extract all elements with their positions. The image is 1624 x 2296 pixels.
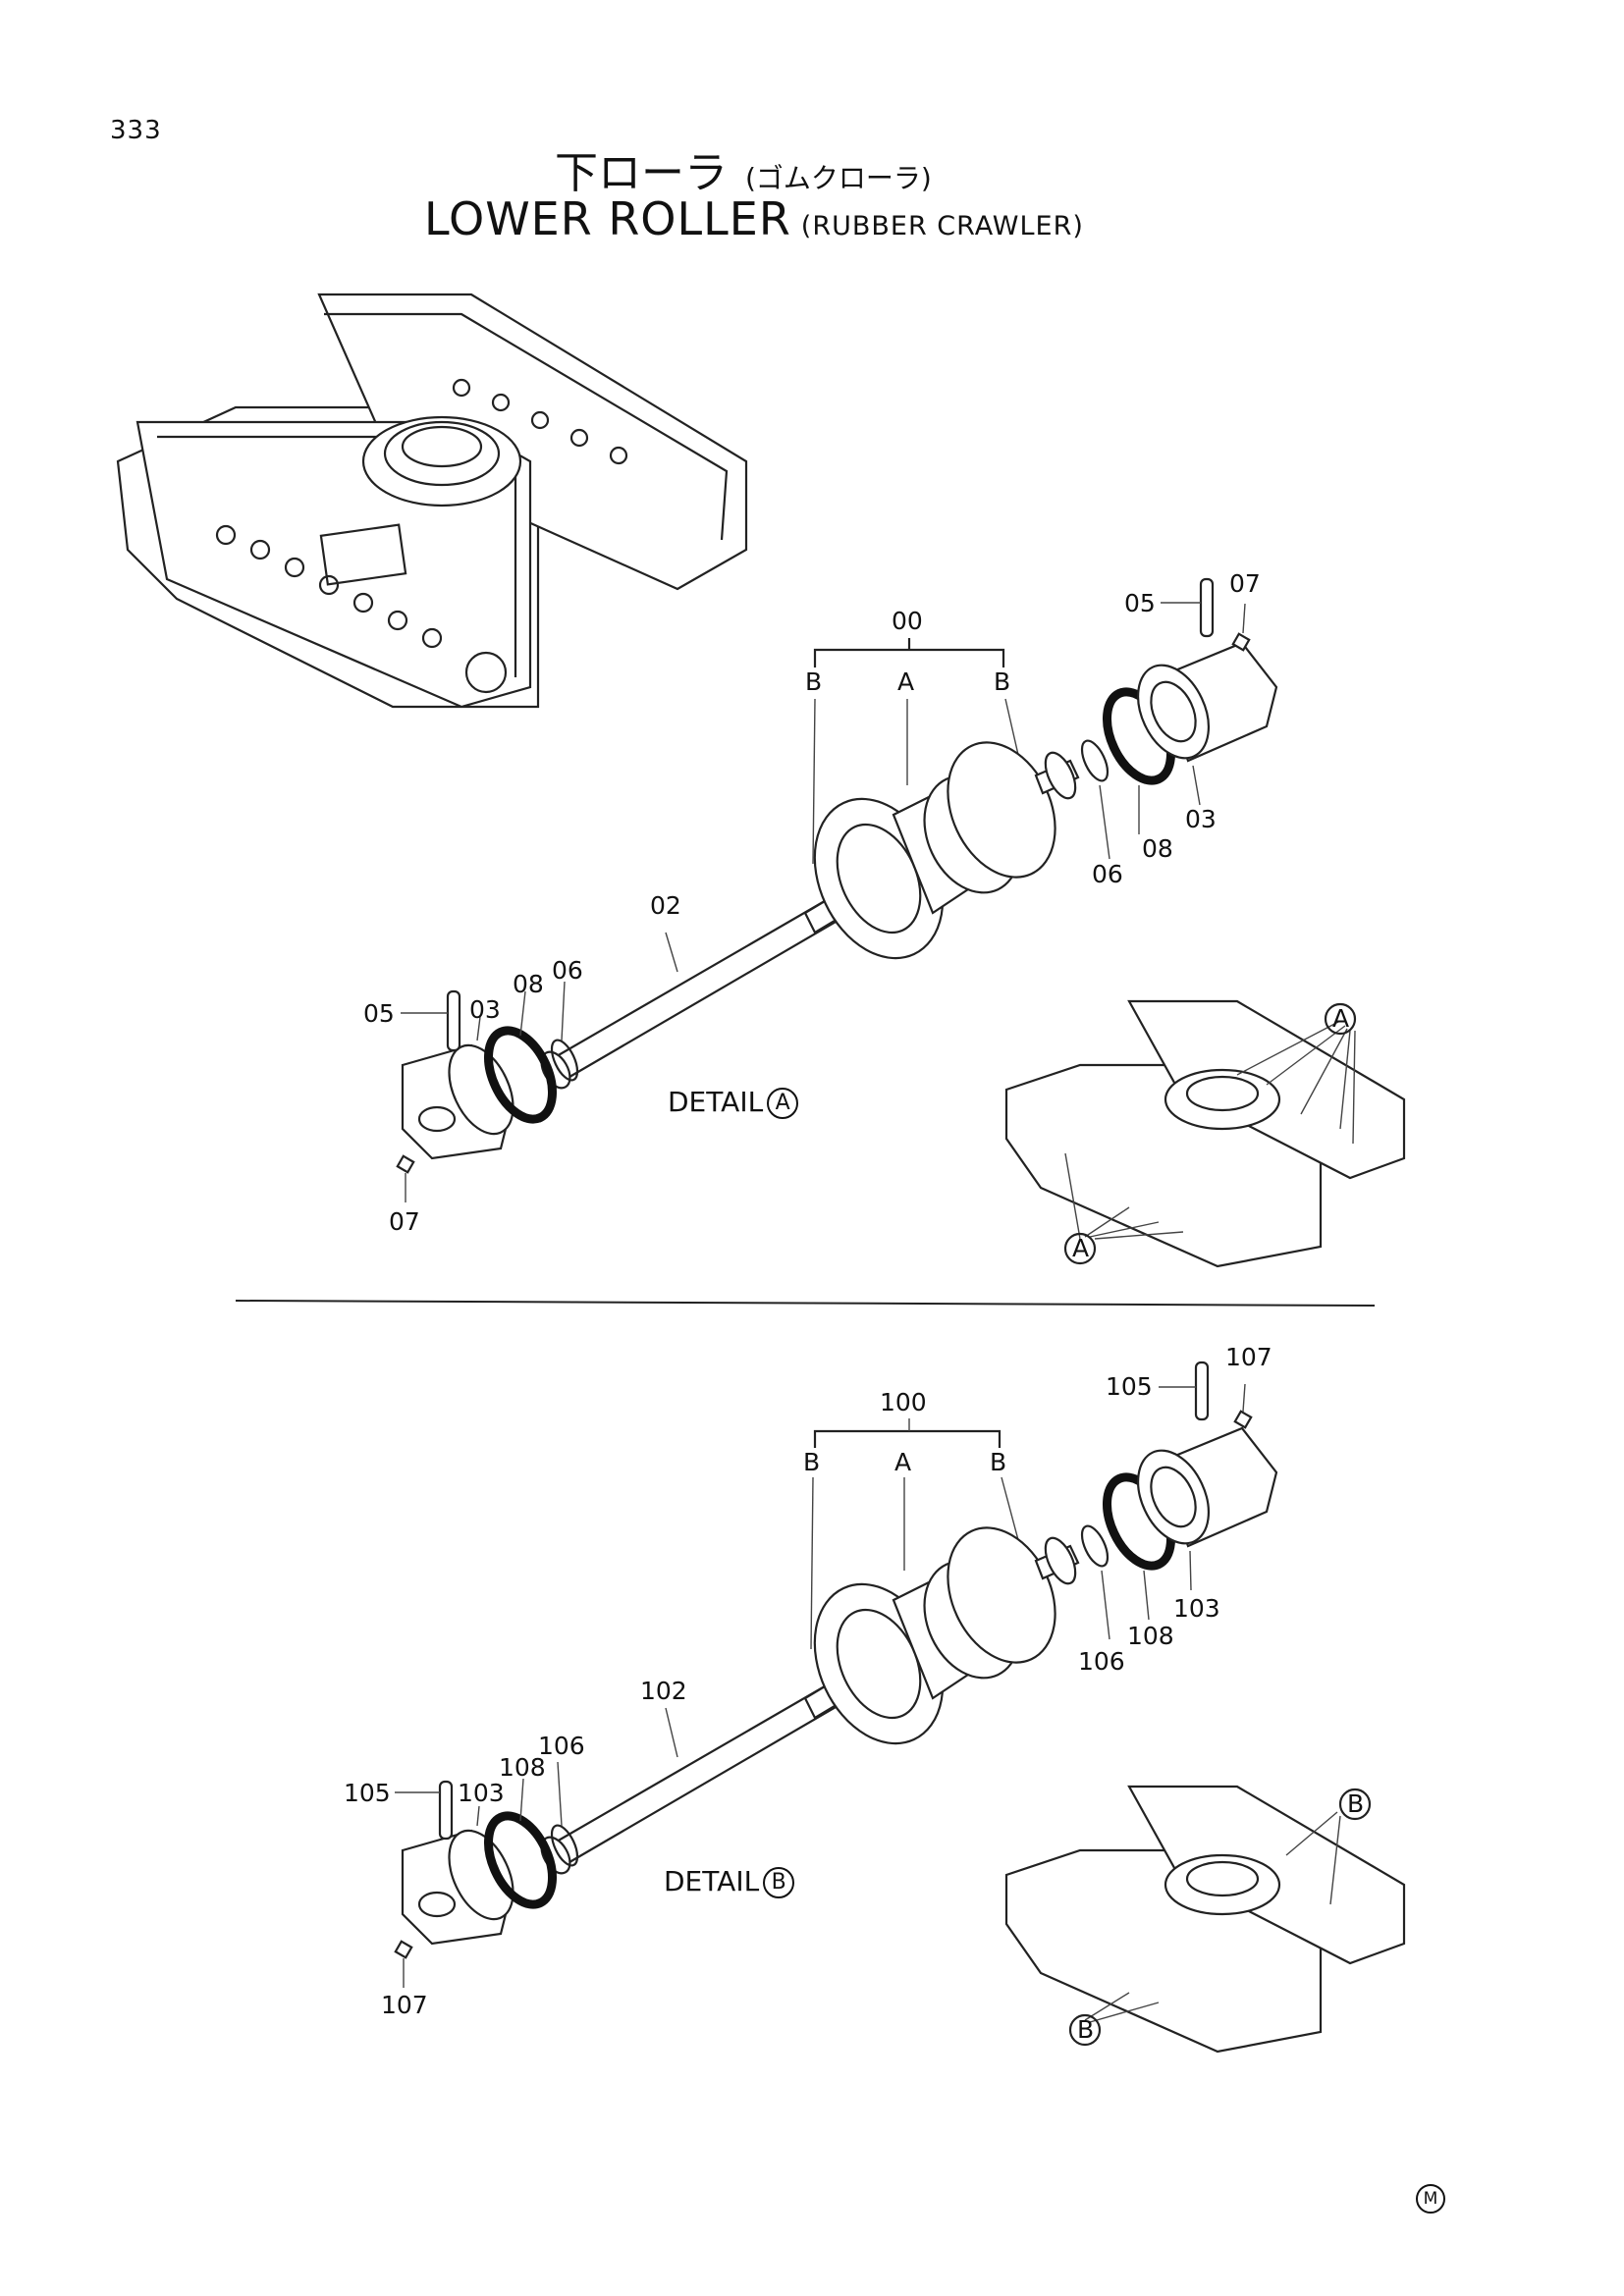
- label-b-assembly: 100: [880, 1388, 927, 1416]
- label-a-collar-left: 03: [469, 995, 501, 1024]
- detail-a-letter: A: [767, 1088, 799, 1119]
- label-b-plug-right: 107: [1225, 1343, 1272, 1371]
- title-english-main: LOWER ROLLER: [424, 192, 791, 245]
- label-a-collar-right: 03: [1185, 805, 1217, 833]
- label-b-pin-left: 105: [344, 1779, 391, 1807]
- label-b-oring-left: 106: [538, 1732, 585, 1760]
- label-b-flange-right: B: [990, 1448, 1007, 1476]
- detail-a-text: DETAIL: [668, 1086, 764, 1118]
- label-a-center: A: [897, 667, 915, 696]
- crawler-frame-overview: [116, 293, 748, 709]
- label-a-oring-right: 06: [1092, 860, 1123, 888]
- title-english: LOWER ROLLER (RUBBER CRAWLER): [424, 192, 1084, 245]
- label-b-oring-right: 106: [1078, 1647, 1125, 1676]
- label-a-seal-right: 08: [1142, 834, 1173, 863]
- title-japanese-sub: (ゴムクローラ): [745, 162, 932, 194]
- label-a-plug-left: 07: [389, 1207, 420, 1236]
- label-a-assembly: 00: [892, 607, 923, 635]
- label-b-seal-left: 108: [499, 1753, 546, 1782]
- section-b-exploded-view: [394, 1361, 1278, 1988]
- section-a-exploded-view: [396, 577, 1278, 1202]
- label-b-plug-left: 107: [381, 1991, 428, 2019]
- callout-a-lower: A: [1072, 1234, 1090, 1262]
- label-b-pin-right: 105: [1106, 1372, 1153, 1401]
- frame-roller-row-rear: [452, 378, 628, 465]
- label-b-seal-right: 108: [1127, 1622, 1174, 1650]
- section-divider: [235, 1300, 1376, 1307]
- label-b-center: A: [894, 1448, 912, 1476]
- label-a-flange-left: B: [805, 667, 823, 696]
- label-a-pin-left: 05: [363, 999, 395, 1028]
- label-b-collar-left: 103: [458, 1779, 505, 1807]
- callout-b-lower: B: [1077, 2015, 1095, 2044]
- detail-a-frame-sketch: [1004, 999, 1406, 1268]
- page-number: 333: [110, 116, 162, 145]
- label-b-shaft: 102: [640, 1677, 687, 1705]
- label-a-pin-right: 05: [1124, 589, 1156, 617]
- title-japanese-main: 下ローラ: [555, 148, 728, 198]
- detail-b-frame-sketch: [1004, 1785, 1406, 2054]
- label-a-flange-right: B: [994, 667, 1011, 696]
- frame-roller-row-front: [215, 524, 443, 649]
- callout-a-upper: A: [1332, 1004, 1350, 1033]
- detail-b-text: DETAIL: [664, 1865, 760, 1897]
- label-b-collar-right: 103: [1173, 1594, 1220, 1623]
- title-japanese: 下ローラ (ゴムクローラ): [555, 137, 932, 200]
- label-a-seal-left: 08: [513, 970, 544, 998]
- callout-b-upper: B: [1347, 1789, 1365, 1818]
- manufacturer-mark: M: [1416, 2184, 1445, 2214]
- title-english-sub: (RUBBER CRAWLER): [800, 211, 1084, 241]
- label-a-shaft: 02: [650, 891, 681, 920]
- label-a-oring-left: 06: [552, 956, 583, 985]
- detail-b-letter: B: [763, 1867, 795, 1898]
- label-b-flange-left: B: [803, 1448, 821, 1476]
- label-a-plug-right: 07: [1229, 569, 1261, 598]
